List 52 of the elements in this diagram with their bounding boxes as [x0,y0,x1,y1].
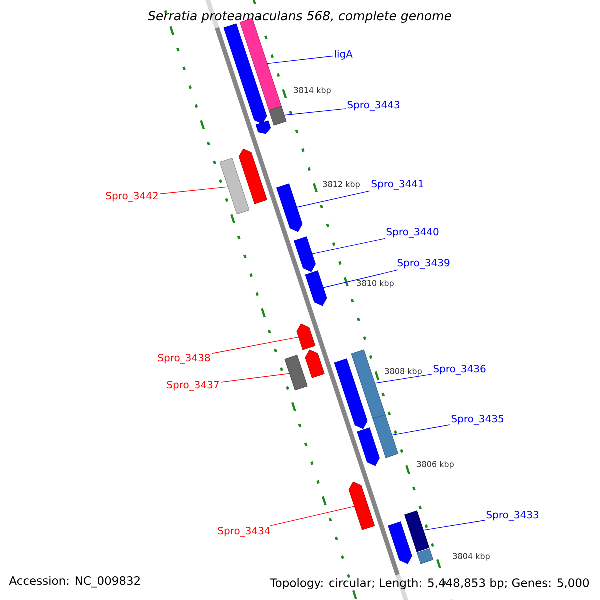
gene-feature [334,358,368,430]
gene-feature [268,106,287,126]
gene-feature [388,522,412,564]
leader-line [160,186,229,194]
accession-text: Accession: NC_009832 [9,576,140,588]
leader-line [220,373,290,383]
leader-line [323,270,399,288]
leader-line [312,238,386,254]
tick-label: 3814 kbp [294,87,331,95]
tick-label: 3808 kbp [385,368,422,376]
tick-label: 3806 kbp [417,461,454,469]
gene-label: Spro_3436 [434,365,486,375]
leader-line [284,108,346,116]
topology-text: Topology: circular; Length: 5,448,853 bp; Genes: 5,000 [270,578,590,590]
gene-feature [224,24,268,124]
leader-line [296,190,371,208]
gene-feature [305,350,325,378]
gene-feature [404,510,430,552]
gene-feature [294,236,316,272]
gene-feature [220,158,250,215]
tick-label: 3804 kbp [453,553,490,561]
gene-label: ligA [335,50,353,60]
gene-feature [351,350,386,420]
gene-label: Spro_3439 [398,259,450,269]
gene-feature [417,548,434,564]
leader-line [212,336,300,354]
gene-feature [372,414,399,458]
gene-label: Spro_3440 [386,228,439,238]
gene-feature [357,428,380,466]
gene-label: Spro_3441 [372,180,424,190]
gene-feature [256,120,272,134]
gene-label: Spro_3433 [486,511,539,521]
gene-label: Spro_3437 [167,381,219,391]
leader-line [423,520,486,531]
tick-label: 3812 kbp [323,181,360,189]
leader-line [267,56,334,64]
gene-label: Spro_3438 [158,354,210,364]
gene-label: Spro_3435 [452,415,504,425]
gene-label: Spro_3443 [348,101,400,111]
gene-label: Spro_3442 [106,192,158,202]
title: Serratia proteamaculans 568, complete genome [148,10,452,24]
gene-feature [296,324,316,350]
gene-feature [348,482,376,530]
gene-feature [276,184,303,232]
leader-line [392,424,450,436]
gene-feature [305,270,328,306]
gene-feature [238,148,268,204]
gene-label: Spro_3434 [218,527,270,537]
tick-label: 3810 kbp [357,280,394,288]
leader-line [270,506,355,526]
leader-line [374,374,432,384]
gene-feature [284,355,308,391]
